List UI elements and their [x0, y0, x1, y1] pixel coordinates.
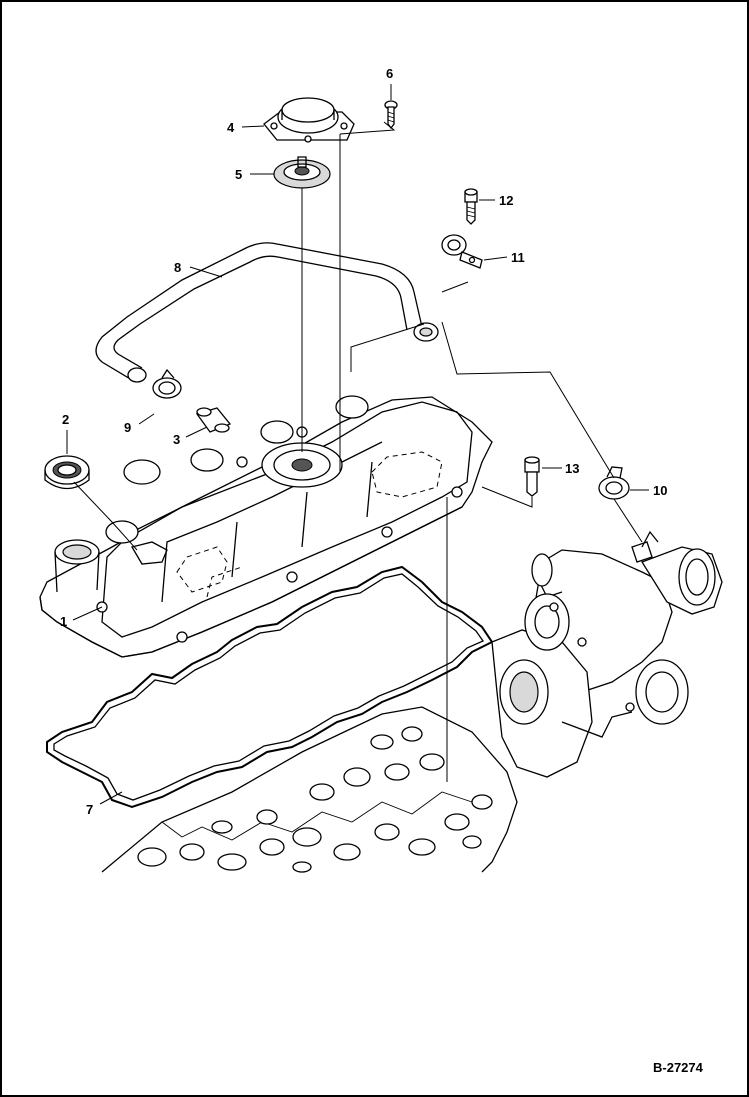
cylinder-head	[101, 706, 518, 873]
callout-13: 13	[565, 461, 579, 476]
callout-6: 6	[386, 66, 393, 81]
breather-hose	[95, 242, 439, 383]
callout-8: 8	[174, 260, 181, 275]
callout-2: 2	[62, 412, 69, 427]
bolt-13	[524, 456, 540, 497]
callout-labels: 1 2 3 4 5 6 7 8 9 10 11 12 13	[60, 66, 667, 817]
valve-cover	[39, 395, 493, 658]
callout-3: 3	[173, 432, 180, 447]
hose-fitting	[195, 407, 232, 433]
figure-reference-code: B-27274	[653, 1060, 704, 1075]
callout-5: 5	[235, 167, 242, 182]
assembly-lines	[73, 121, 643, 782]
spring-clamp-9	[152, 368, 182, 399]
turbocharger	[491, 530, 723, 778]
breather-diaphragm	[273, 156, 331, 189]
screw	[384, 100, 398, 130]
callout-7: 7	[86, 802, 93, 817]
callout-4: 4	[227, 120, 235, 135]
callout-1: 1	[60, 614, 67, 629]
breather-cover	[263, 97, 355, 143]
bolt-12	[464, 188, 478, 225]
spring-clamp-10	[598, 466, 630, 500]
callout-leaders	[66, 84, 649, 805]
callout-10: 10	[653, 483, 667, 498]
oil-filler-cap	[44, 455, 90, 490]
callout-12: 12	[499, 193, 513, 208]
callout-11: 11	[511, 250, 525, 265]
callout-9: 9	[124, 420, 131, 435]
hose-clamp-bracket	[441, 234, 483, 269]
